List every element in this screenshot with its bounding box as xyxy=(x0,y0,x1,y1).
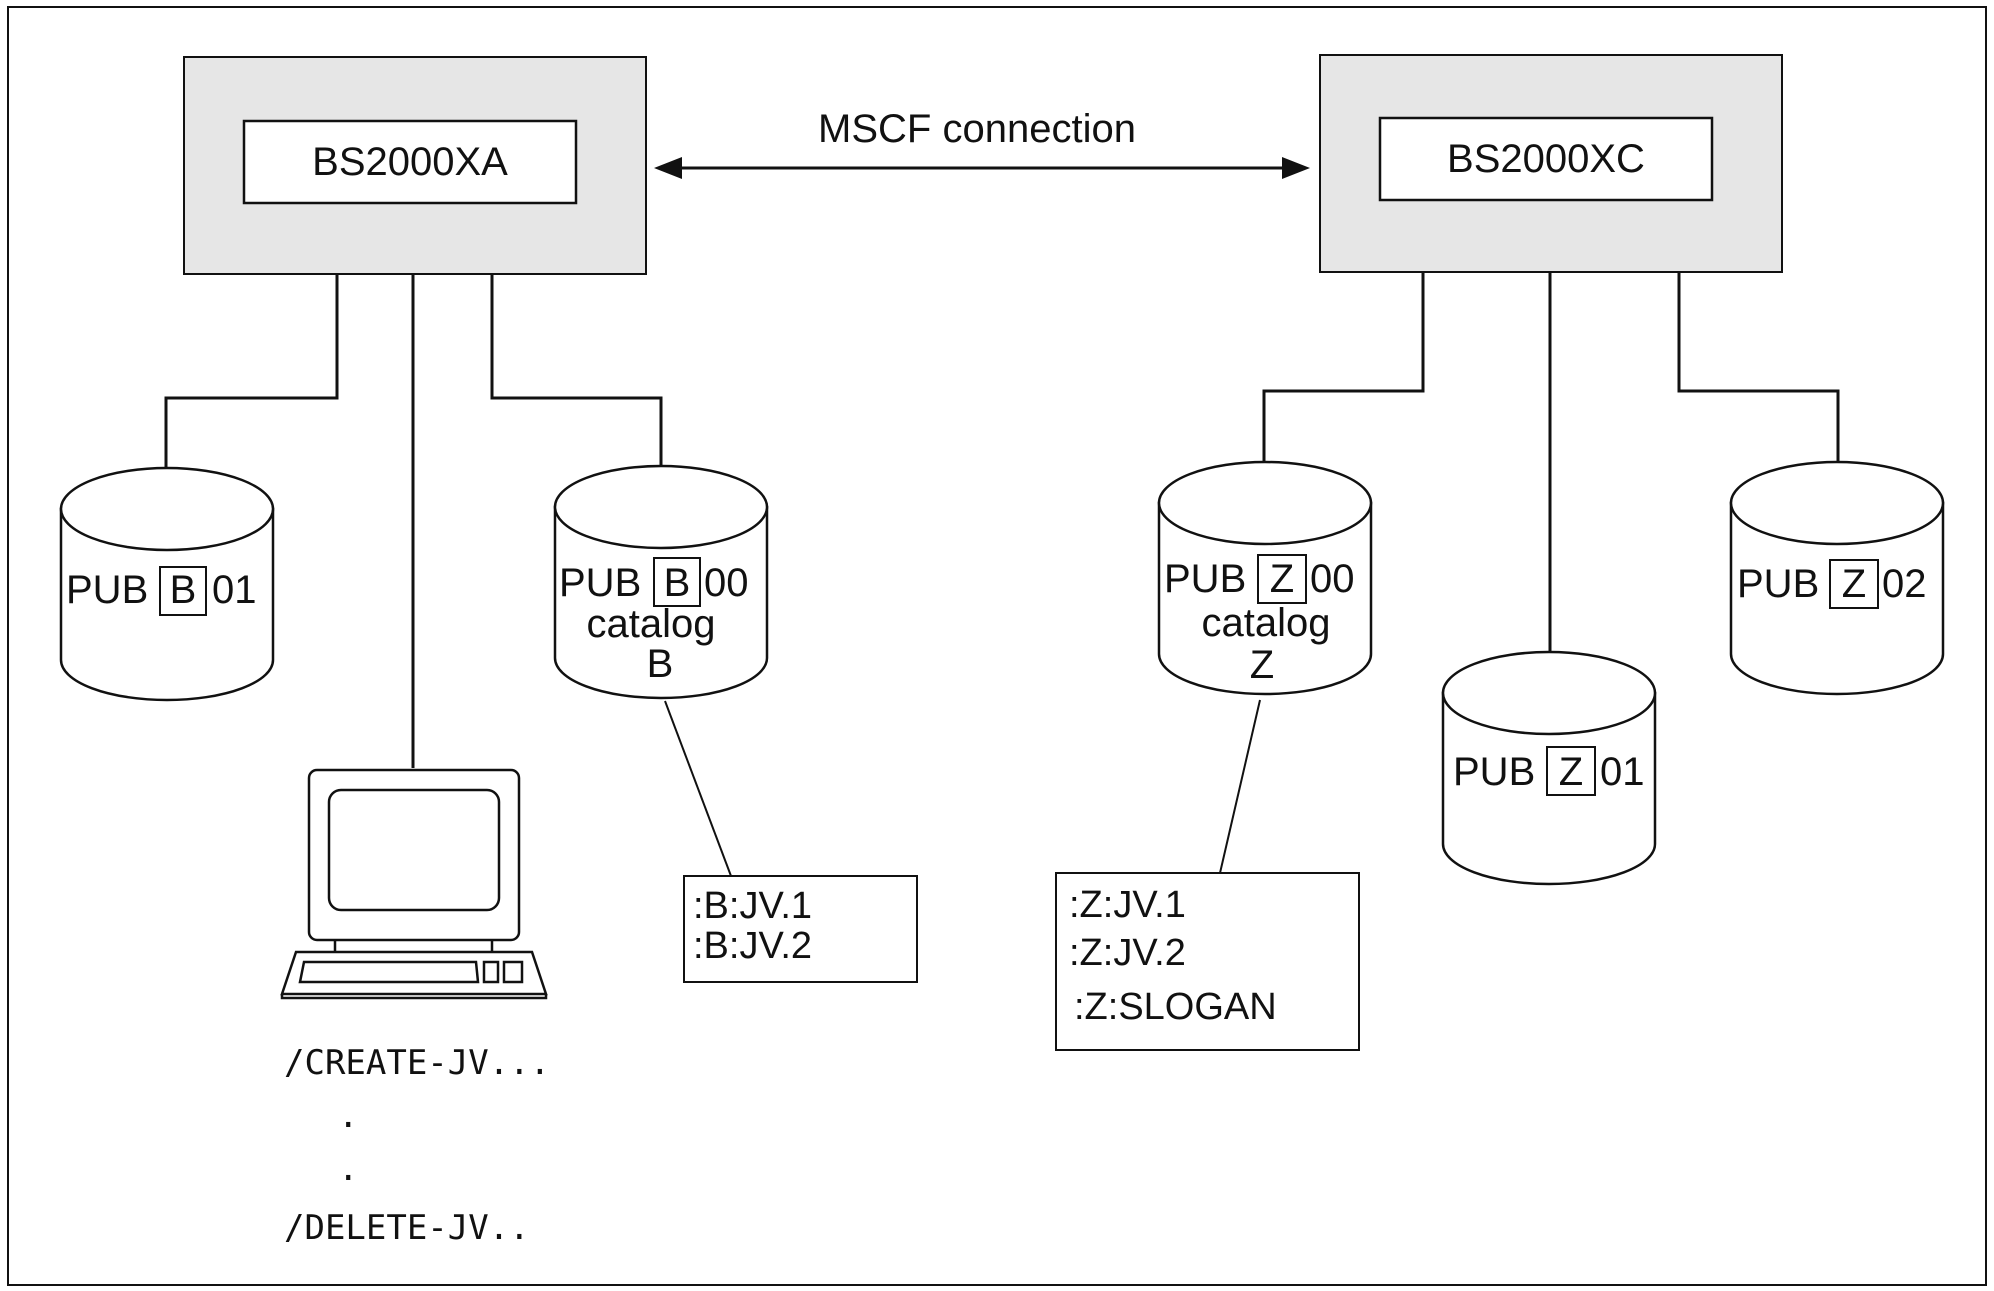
terminal-keyboard-base xyxy=(280,994,548,1000)
disk-pubb00-suffix: 00 xyxy=(704,561,749,605)
command-ellipsis-2: . xyxy=(338,1149,358,1189)
disk-pubz02-body xyxy=(1729,501,1945,696)
catalog-b-files-box xyxy=(683,875,918,983)
disk-pubz01-suffix: 01 xyxy=(1600,750,1645,794)
connector-c-disk00 xyxy=(1262,272,1425,462)
catalog-z-file-3: :Z:SLOGAN xyxy=(1074,986,1277,1028)
mscf-connection: MSCF connection xyxy=(654,107,1310,179)
catalog-b-files: :B:JV.1 :B:JV.2 xyxy=(683,875,918,983)
connectors xyxy=(164,272,1840,768)
disk-pubz00-line2: catalog xyxy=(1202,601,1331,645)
command-create: /CREATE-JV... xyxy=(284,1043,550,1083)
host-c-name-box xyxy=(1378,116,1714,202)
disk-pubz00-body xyxy=(1157,501,1373,696)
disk-pubz00: PUB Z 00 catalog Z xyxy=(1157,460,1373,696)
catalog-z-files-box xyxy=(1055,872,1360,1051)
host-a: BS2000XA xyxy=(183,56,647,275)
catalog-b-leader xyxy=(664,700,732,877)
disk-pubb01-top xyxy=(59,466,275,552)
terminal-keys-main xyxy=(298,960,480,984)
disk-pubz01: PUB Z 01 xyxy=(1441,650,1657,886)
disk-pubz02-top xyxy=(1729,460,1945,546)
disk-pubz01-letter-box xyxy=(1546,746,1596,796)
disk-pubb00-letter: B xyxy=(664,561,691,605)
disk-pubb01-suffix: 01 xyxy=(212,568,257,612)
disk-pubz00-letter: Z xyxy=(1270,557,1294,601)
command-delete: /DELETE-JV.. xyxy=(284,1208,530,1248)
disk-pubb00: PUB B 00 catalog B xyxy=(553,464,769,700)
command-list: /CREATE-JV... . . /DELETE-JV.. xyxy=(284,1043,550,1248)
connector-a-disk01 xyxy=(164,274,339,468)
mscf-connection-label: MSCF connection xyxy=(818,107,1136,151)
host-c-name: BS2000XC xyxy=(1447,137,1645,181)
host-a-name-box xyxy=(242,119,578,205)
disk-pubb00-top xyxy=(553,464,769,550)
catalog-z-files: :Z:JV.1 :Z:JV.2 :Z:SLOGAN xyxy=(1055,872,1360,1051)
disk-pubz01-prefix: PUB xyxy=(1453,750,1535,794)
arrow-left-icon xyxy=(654,157,682,179)
disk-pubb00-line2: catalog xyxy=(587,602,716,646)
disk-pubz01-letter: Z xyxy=(1559,750,1583,794)
disk-pubz00-prefix: PUB xyxy=(1164,557,1246,601)
terminal-monitor xyxy=(307,768,521,942)
catalog-z-file-1: :Z:JV.1 xyxy=(1069,884,1186,926)
disk-pubz01-top xyxy=(1441,650,1657,736)
disk-pubb00-body xyxy=(553,505,769,700)
disk-pubb00-prefix: PUB xyxy=(559,561,641,605)
terminal-screen xyxy=(327,788,501,912)
catalog-b-file-2: :B:JV.2 xyxy=(693,925,812,967)
host-a-name: BS2000XA xyxy=(312,140,508,184)
terminal-keyboard xyxy=(280,950,548,996)
disk-pubb01: PUB B 01 xyxy=(59,466,275,702)
arrow-right-icon xyxy=(1282,157,1310,179)
disk-pubb00-line3: B xyxy=(647,642,674,686)
disk-pubb01-letter: B xyxy=(170,568,197,612)
terminal-keys-side-2 xyxy=(502,960,524,984)
disk-pubb01-prefix: PUB xyxy=(66,568,148,612)
disk-pubz02: PUB Z 02 xyxy=(1729,460,1945,696)
disk-pubb01-body xyxy=(59,507,275,702)
disk-pubz01-body xyxy=(1441,691,1657,886)
disk-pubb01-letter-box xyxy=(159,566,207,616)
disk-pubz02-letter: Z xyxy=(1842,562,1866,606)
host-c: BS2000XC xyxy=(1319,54,1783,273)
disk-pubz00-top xyxy=(1157,460,1373,546)
catalog-b-file-1: :B:JV.1 xyxy=(693,885,812,927)
catalog-z-leader xyxy=(1219,699,1261,874)
disk-pubz02-suffix: 02 xyxy=(1882,562,1927,606)
disk-pubz00-suffix: 00 xyxy=(1310,557,1355,601)
connector-a-disk00 xyxy=(490,274,663,466)
terminal-keys-side-1 xyxy=(482,960,500,984)
connector-c-disk02 xyxy=(1677,272,1840,462)
catalog-z-file-2: :Z:JV.2 xyxy=(1069,932,1186,974)
disk-pubz00-letter-box xyxy=(1257,554,1307,604)
terminal-icon xyxy=(280,768,548,1000)
disk-pubz02-letter-box xyxy=(1829,559,1879,609)
disk-pubz00-line3: Z xyxy=(1250,643,1274,687)
disk-pubz02-prefix: PUB xyxy=(1737,562,1819,606)
disk-pubb00-letter-box xyxy=(653,557,701,607)
command-ellipsis-1: . xyxy=(338,1096,358,1136)
